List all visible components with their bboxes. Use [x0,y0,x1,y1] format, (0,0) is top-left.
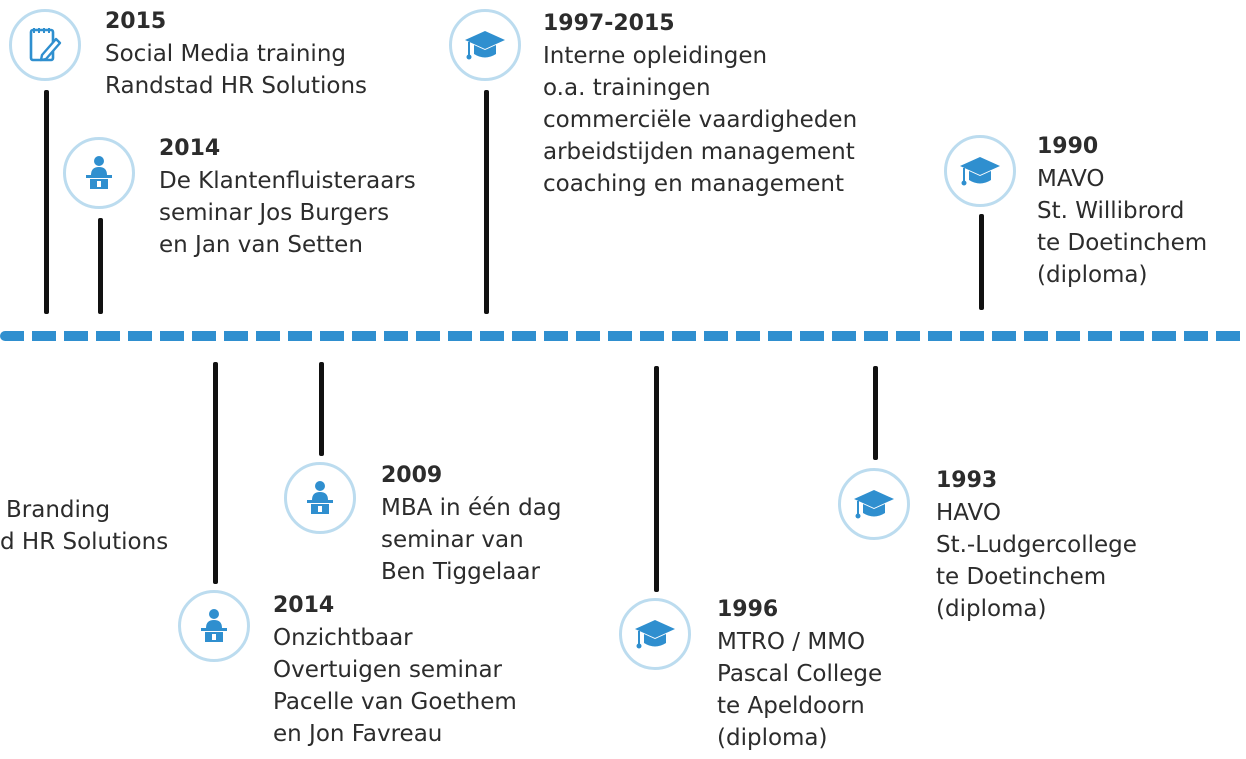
event-line: MAVO [1037,166,1105,192]
event-line: Overtuigen seminar [273,657,503,683]
event-line: Pacelle van Goethem [273,689,517,715]
event-year: 2009 [381,463,443,488]
graduation-cap-icon [619,598,691,670]
event-mtro: 1996 MTRO / MMO Pascal College te Apeldo… [717,594,882,754]
event-social-media-training: 2015 Social Media training Randstad HR S… [105,6,367,102]
event-year: 2014 [273,593,335,618]
event-line: Interne opleidingen [543,43,768,69]
speaker-podium-icon [284,462,356,534]
timeline-stem [213,362,218,584]
event-line: MBA in één dag [381,495,562,521]
graduation-cap-icon [838,468,910,540]
timeline-stem [979,214,984,310]
event-mba: 2009 MBA in één dag seminar van Ben Tigg… [381,460,561,588]
event-line: Ben Tiggelaar [381,559,540,585]
timeline-stem [654,366,659,592]
speaker-podium-icon [63,137,135,209]
event-line: te Doetinchem [936,564,1107,590]
event-line: (diploma) [936,596,1047,622]
event-line: seminar Jos Burgers [159,200,390,226]
event-line: MTRO / MMO [717,629,866,655]
event-line: Randstad HR Solutions [105,73,368,99]
event-line: Pascal College [717,661,883,687]
event-line: arbeidstijden management [543,139,855,165]
event-line: St.-Ludgercollege [936,532,1137,558]
event-line: en Jon Favreau [273,721,443,747]
timeline-stem [484,90,489,314]
event-line: seminar van [381,527,524,553]
timeline-stem [319,362,324,456]
event-line: De Klantenfluisteraars [159,168,416,194]
event-line: te Doetinchem [1037,230,1208,256]
event-line: Social Media training [105,41,346,67]
graduation-cap-icon [944,135,1016,207]
event-line: HAVO [936,500,1001,526]
event-line: d HR Solutions [0,529,169,555]
graduation-cap-icon [449,9,521,81]
timeline-stem [44,90,49,314]
event-year: 1996 [717,597,779,622]
event-interne-opleidingen: 1997-2015 Interne opleidingen o.a. train… [543,8,857,200]
event-klantenfluisteraars: 2014 De Klantenfluisteraars seminar Jos … [159,133,416,261]
event-line: Branding [6,497,111,523]
event-line: commerciële vaardigheden [543,107,858,133]
event-year: 1993 [936,468,998,493]
event-year: 1997-2015 [543,11,675,36]
event-mavo: 1990 MAVO St. Willibrord te Doetinchem (… [1037,131,1207,291]
event-line: te Apeldoorn [717,693,865,719]
event-branding: Branding d HR Solutions [0,494,168,558]
event-line: coaching en management [543,171,845,197]
event-onzichtbaar: 2014 Onzichtbaar Overtuigen seminar Pace… [273,590,517,750]
event-line: (diploma) [1037,262,1148,288]
event-havo: 1993 HAVO St.-Ludgercollege te Doetinche… [936,465,1137,625]
event-year: 2014 [159,136,221,161]
timeline-axis [0,331,1246,341]
timeline-stem [98,218,103,314]
event-year: 2015 [105,9,167,34]
speaker-podium-icon [178,590,250,662]
event-line: Onzichtbaar [273,625,413,651]
event-line: St. Willibrord [1037,198,1185,224]
event-year: 1990 [1037,134,1099,159]
event-line: o.a. trainingen [543,75,711,101]
timeline-stem [873,366,878,460]
event-line: (diploma) [717,725,828,751]
event-line: en Jan van Setten [159,232,363,258]
certificate-pencil-icon [9,9,81,81]
